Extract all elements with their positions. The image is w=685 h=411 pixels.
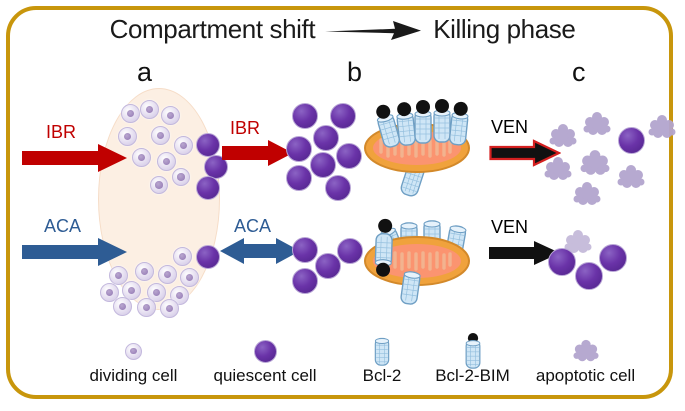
dividing-cell <box>113 297 132 316</box>
dividing-cell <box>147 283 166 302</box>
quiescent-cell <box>292 103 318 129</box>
quiescent-cell <box>575 262 603 290</box>
arrow-aca-out: ACA <box>220 216 300 264</box>
quiescent-cell <box>315 253 341 279</box>
arrow-label-aca-in: ACA <box>44 216 82 236</box>
bcl2-bim-complex <box>376 104 401 148</box>
arrow-ibr-out: IBR <box>222 118 294 166</box>
title-killing-phase: Killing phase <box>433 14 576 44</box>
arrow-label-ibr-out: IBR <box>230 118 261 138</box>
quiescent-cell <box>286 165 312 191</box>
dividing-cell-icon <box>66 336 201 366</box>
apoptotic-cell <box>573 180 601 208</box>
legend-item-apoptotic-cell: apoptotic cell <box>513 336 658 386</box>
bcl2-bim-complex <box>433 99 451 143</box>
mitochondrion-top <box>355 88 480 203</box>
apoptotic-cell <box>544 155 572 183</box>
ibr-out-arrow-shape <box>222 140 293 166</box>
quiescent-cell <box>310 152 336 178</box>
panel-label-a: a <box>137 57 153 87</box>
bcl2-bim-complex <box>448 101 469 146</box>
arrow-aca-in: ACA <box>22 216 128 266</box>
dividing-cell <box>100 283 119 302</box>
title-compartment-shift: Compartment shift <box>109 14 316 44</box>
aca-bidirectional-arrow-shape <box>220 238 300 264</box>
arrow-ibr-in: IBR <box>22 122 128 172</box>
dividing-cell <box>122 281 141 300</box>
quiescent-cell <box>286 136 312 162</box>
dividing-cell <box>109 266 128 285</box>
dividing-cell <box>140 100 159 119</box>
quiescent-cell-icon <box>195 336 335 366</box>
dividing-cell <box>121 104 140 123</box>
legend-label-apoptotic-cell: apoptotic cell <box>535 366 636 385</box>
quiescent-cell <box>325 175 351 201</box>
quiescent-cell <box>599 244 627 272</box>
panel-label-c: c <box>572 57 586 87</box>
right-arrow-icon <box>325 20 422 40</box>
quiescent-cell <box>618 127 645 154</box>
ibr-arrow-shape <box>22 144 127 172</box>
arrow-ven-bottom: VEN <box>489 217 561 267</box>
arrow-label-aca-out: ACA <box>234 216 272 236</box>
bcl2-bim-complex <box>396 102 416 146</box>
bcl2-bim-cylinder-icon <box>405 333 540 369</box>
apoptotic-cell <box>564 228 592 256</box>
apoptotic-cell-icon <box>513 336 658 366</box>
apoptotic-cell <box>617 163 645 191</box>
arrow-label-ven-top: VEN <box>491 117 529 137</box>
legend-label-bcl2-bim: Bcl-2-BIM <box>435 366 510 385</box>
dividing-cell <box>150 176 168 194</box>
legend-item-dividing-cell: dividing cell <box>66 336 201 386</box>
dividing-cell <box>137 298 156 317</box>
dividing-cell <box>157 152 176 171</box>
bcl2-bim-complex <box>374 232 393 277</box>
dividing-cell <box>172 168 190 186</box>
ven-bottom-arrow-shape <box>489 241 560 265</box>
quiescent-cell <box>196 245 220 269</box>
dividing-cell <box>158 265 177 284</box>
arrow-ven-top: VEN <box>489 117 561 167</box>
aca-arrow-shape <box>22 238 127 266</box>
arrow-label-ibr-in: IBR <box>46 122 77 142</box>
figure-title: Compartment shift Killing phase <box>0 14 685 45</box>
legend-label-bcl2: Bcl-2 <box>362 366 402 385</box>
legend-item-bcl2-bim: Bcl-2-BIM <box>405 333 540 386</box>
quiescent-cell <box>292 268 318 294</box>
arrow-label-ven-bottom: VEN <box>491 217 529 237</box>
legend-label-dividing-cell: dividing cell <box>89 366 178 385</box>
quiescent-cell <box>196 133 220 157</box>
apoptotic-cell <box>549 122 577 150</box>
dividing-cell <box>160 299 179 318</box>
mitochondrion-bottom <box>355 205 480 320</box>
legend: dividing cell quiescent cell <box>0 333 685 398</box>
dividing-cell <box>132 148 151 167</box>
quiescent-cell <box>548 248 576 276</box>
dividing-cell <box>180 268 199 287</box>
apoptotic-cell <box>648 113 676 141</box>
quiescent-cell <box>337 238 363 264</box>
legend-label-quiescent-cell: quiescent cell <box>213 366 317 385</box>
ven-top-arrow-shape <box>489 139 561 167</box>
apoptotic-cell <box>580 148 610 178</box>
dividing-cell <box>135 262 154 281</box>
legend-item-bcl2: Bcl-2 <box>340 336 424 386</box>
apoptotic-cell <box>583 110 611 138</box>
bcl2-bim-complex <box>414 100 432 144</box>
panel-label-b: b <box>347 57 363 87</box>
dividing-cell <box>161 106 180 125</box>
quiescent-cell <box>330 103 356 129</box>
quiescent-cell <box>336 143 362 169</box>
dividing-cell <box>174 136 193 155</box>
quiescent-cell <box>204 155 228 179</box>
quiescent-cell <box>196 176 220 200</box>
bcl2-cylinder-icon <box>340 336 424 366</box>
dividing-cell <box>173 247 192 266</box>
bcl2-cylinder <box>400 271 421 305</box>
quiescent-cell <box>292 237 318 263</box>
dividing-cell <box>118 127 137 146</box>
legend-item-quiescent-cell: quiescent cell <box>195 336 335 386</box>
dividing-cell <box>151 126 170 145</box>
quiescent-cell <box>313 125 339 151</box>
